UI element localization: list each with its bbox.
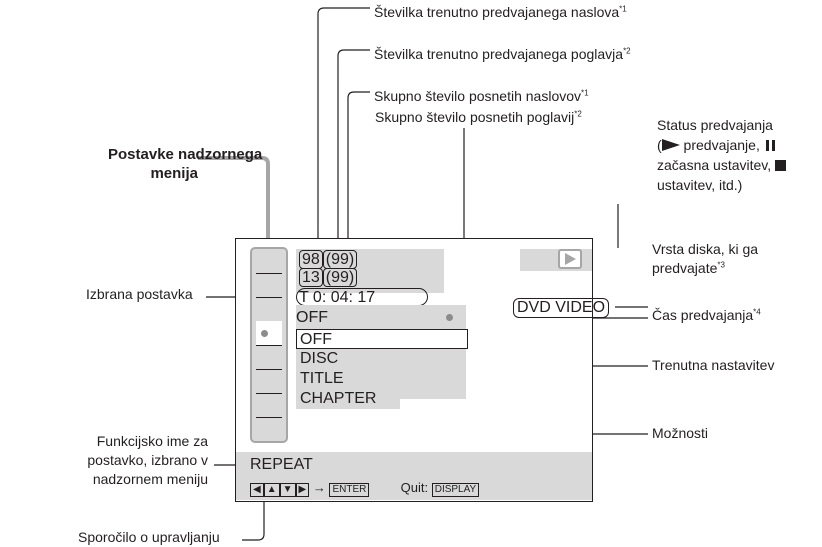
- total-titles-line: [347, 91, 370, 262]
- disc-type-display: DVD VIDEO: [513, 298, 610, 318]
- left-arrow-key: ◀: [250, 483, 264, 497]
- settings-panel: [296, 305, 466, 399]
- menu-icon-3[interactable]: [256, 297, 282, 322]
- label-title-number: Številka trenutno predvajanega naslova*1: [374, 4, 627, 20]
- label-status-line3: začasna ustavitev,: [657, 156, 787, 175]
- menu-icon-selected[interactable]: [256, 321, 282, 346]
- label-operation-message: Sporočilo o upravljanju: [78, 529, 220, 545]
- label-status-line2: ( predvajanje,: [657, 136, 775, 155]
- option-item[interactable]: CHAPTER: [296, 389, 400, 409]
- title-current: 98: [299, 250, 323, 269]
- title-row: 98(99): [299, 250, 358, 269]
- label-disc-type: Vrsta diska, ki ga predvajate*3: [652, 241, 759, 276]
- tv-screen: 98(99) 13(99) T 0: 04: 17 DVD VIDEO OFF …: [235, 238, 610, 502]
- play-time-display: T 0: 04: 17: [296, 288, 428, 306]
- label-current-setting: Trenutna nastavitev: [652, 357, 775, 373]
- option-item[interactable]: TITLE: [300, 370, 344, 387]
- label-status-line4: ustavitev, itd.): [657, 177, 743, 193]
- menu-icon-2[interactable]: [256, 273, 282, 298]
- current-setting-value: OFF: [296, 309, 328, 326]
- title-total: (99): [322, 250, 358, 269]
- label-chapter-number: Številka trenutno predvajanega poglavja*…: [374, 46, 631, 62]
- down-arrow-key: ▼: [279, 483, 296, 497]
- current-setting-dot: [446, 314, 453, 321]
- info-panel: [296, 249, 444, 293]
- label-menu-items: Postavke nadzornega menija: [108, 146, 263, 182]
- arrow-to: →: [312, 480, 326, 495]
- label-status-line1: Status predvajanja: [657, 117, 773, 133]
- label-options: Možnosti: [652, 425, 709, 441]
- label-total-chapters: Skupno število posnetih poglavij*2: [375, 109, 582, 125]
- option-item[interactable]: DISC: [300, 350, 339, 367]
- display-key: DISPLAY: [431, 483, 480, 497]
- chapter-current: 13: [299, 268, 323, 287]
- menu-icon-1[interactable]: [256, 249, 282, 274]
- option-item[interactable]: OFF: [296, 329, 468, 349]
- function-name-display: REPEAT: [250, 456, 313, 473]
- chapter-row: 13(99): [299, 268, 358, 287]
- right-arrow-key: ▶: [295, 483, 310, 497]
- selected-dot: [261, 330, 268, 337]
- stop-icon: [775, 160, 787, 171]
- label-selected-item: Izbrana postavka: [86, 286, 193, 302]
- chapter-total: (99): [322, 268, 358, 287]
- menu-icon-5[interactable]: [256, 345, 282, 370]
- enter-key: ENTER: [329, 483, 370, 497]
- pause-icon: [765, 140, 775, 151]
- play-status-icon: [558, 249, 582, 269]
- up-arrow-key: ▲: [263, 483, 280, 497]
- quit-label: Quit:: [400, 480, 429, 495]
- operation-message-display: ◀▲▼▶ → ENTER Quit: DISPLAY: [250, 479, 480, 497]
- menu-icon-column: [250, 247, 288, 443]
- menu-icon-7[interactable]: [256, 393, 282, 418]
- label-total-titles: Skupno število posnetih naslovov*1: [374, 88, 589, 104]
- label-play-time: Čas predvajanja*4: [652, 307, 761, 323]
- play-icon: [661, 139, 680, 151]
- options-list: OFF DISC TITLE CHAPTER: [296, 329, 468, 409]
- menu-icon-6[interactable]: [256, 369, 282, 394]
- label-function-name: Funkcijsko ime za postavko, izbrano v na…: [87, 433, 208, 487]
